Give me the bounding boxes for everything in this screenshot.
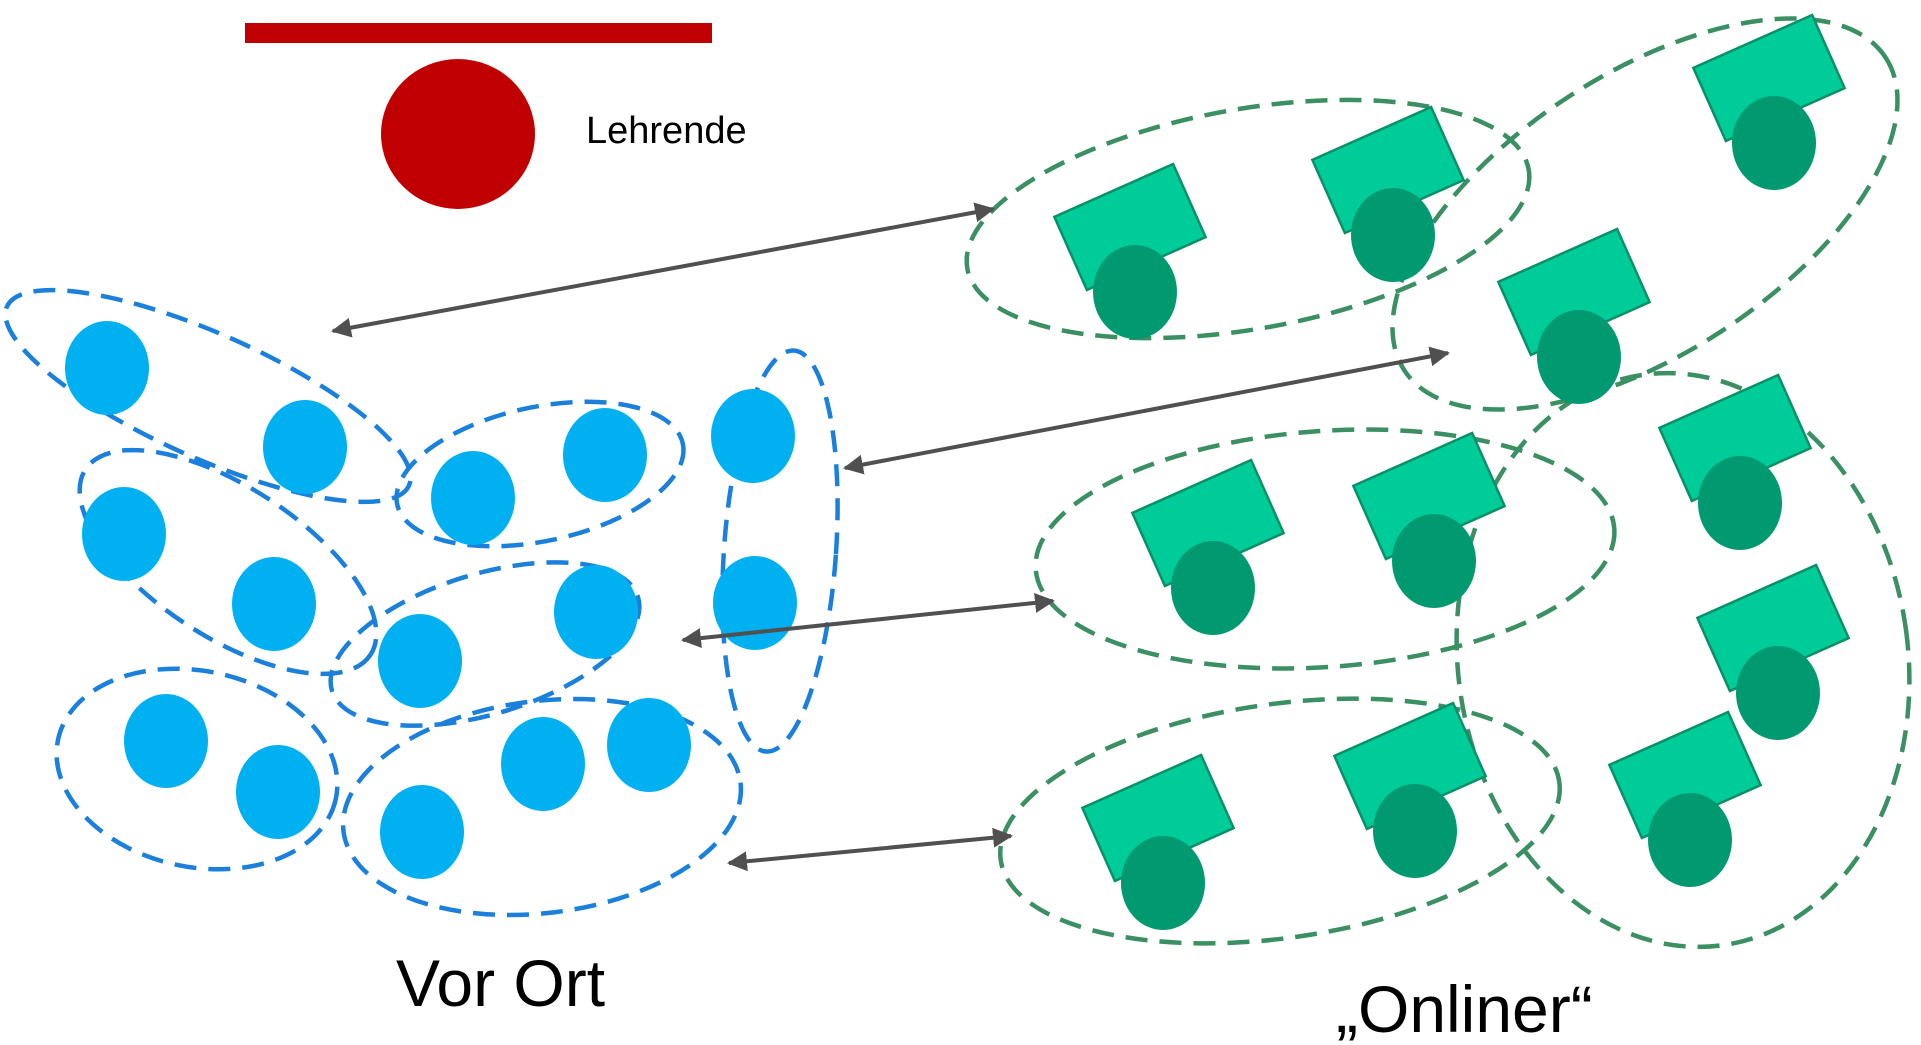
onsite-participant-icon: [124, 694, 208, 788]
online-participant-laptop-icon: [1310, 105, 1466, 282]
onsite-participant-icon: [232, 557, 316, 651]
onsite-group-outline: [328, 560, 642, 728]
teacher-figure-icon: [381, 59, 535, 209]
online-participant-head: [1648, 793, 1732, 887]
onsite-participant-icon: [431, 451, 515, 545]
onsite-participant-icon: [607, 698, 691, 792]
online-participants: [1052, 13, 1851, 930]
online-participant-laptop-icon: [1351, 431, 1507, 608]
teacher-desk-bar: [245, 23, 712, 43]
online-participant-head: [1351, 188, 1435, 282]
online-participant-head: [1373, 784, 1457, 878]
online-label: „Onliner“: [1336, 972, 1593, 1045]
online-participant-head: [1732, 96, 1816, 190]
onsite-group-outline: [3, 287, 413, 505]
onsite-group-outline: [54, 666, 340, 872]
online-participant-laptop-icon: [1052, 162, 1208, 339]
onsite-participant-icon: [501, 717, 585, 811]
onsite-participant-icon: [378, 614, 462, 708]
onsite-participant-icon: [554, 565, 638, 659]
onsite-participant-icon: [65, 321, 149, 415]
online-group-outline: [1454, 370, 1912, 950]
online-group-outline: [998, 696, 1562, 946]
online-group-outline: [1033, 427, 1617, 671]
onsite-group-outline: [394, 399, 686, 549]
online-participant-laptop-icon: [1691, 13, 1847, 190]
onsite-groups: [3, 287, 840, 918]
online-participant-laptop-icon: [1130, 458, 1286, 635]
onsite-participants: [65, 321, 797, 879]
online-group-outline: [964, 97, 1532, 341]
online-participant-head: [1392, 514, 1476, 608]
teacher: Lehrende: [245, 23, 747, 209]
onsite-participant-icon: [563, 408, 647, 502]
onsite-label: Vor Ort: [396, 946, 605, 1020]
onsite-participant-icon: [711, 389, 795, 483]
online-participant-laptop-icon: [1332, 701, 1488, 878]
online-participant-laptop-icon: [1607, 710, 1763, 887]
onsite-group-outline: [77, 447, 379, 677]
teacher-label: Lehrende: [586, 110, 747, 152]
online-participant-head: [1537, 310, 1621, 404]
onsite-group-outline: [720, 348, 840, 754]
online-participant-head: [1698, 456, 1782, 550]
online-participant-laptop-icon: [1657, 373, 1813, 550]
online-participant-head: [1171, 541, 1255, 635]
double-arrow-icon: [727, 827, 1013, 872]
online-participant-laptop-icon: [1496, 227, 1652, 404]
online-participant-head: [1736, 646, 1820, 740]
double-arrow-icon: [331, 202, 995, 338]
online-participant-laptop-icon: [1695, 563, 1851, 740]
double-arrow-icon: [681, 592, 1055, 649]
connections: [331, 202, 1450, 872]
onsite-participant-icon: [82, 487, 166, 581]
double-arrow-icon: [843, 346, 1450, 475]
onsite-participant-icon: [380, 785, 464, 879]
onsite-group-outline: [340, 696, 744, 918]
onsite-participant-icon: [236, 745, 320, 839]
online-participant-laptop-icon: [1080, 753, 1236, 930]
onsite-participant-icon: [263, 400, 347, 494]
online-participant-head: [1121, 836, 1205, 930]
online-participant-head: [1093, 245, 1177, 339]
